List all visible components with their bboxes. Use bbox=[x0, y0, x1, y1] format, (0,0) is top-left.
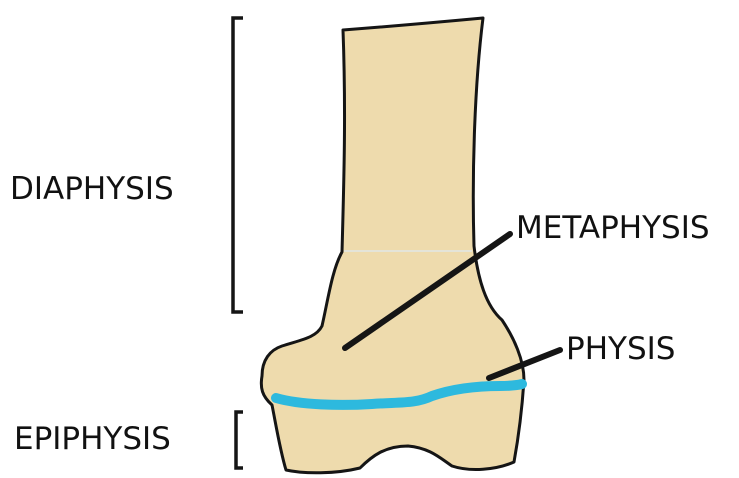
diaphysis-bracket bbox=[233, 18, 243, 312]
epiphysis-label: EPIPHYSIS bbox=[14, 424, 171, 455]
physis-label: PHYSIS bbox=[566, 334, 675, 365]
metaphysis-label: METAPHYSIS bbox=[516, 213, 710, 244]
diaphysis-label: DIAPHYSIS bbox=[10, 174, 174, 205]
epiphysis-bracket bbox=[236, 412, 243, 468]
